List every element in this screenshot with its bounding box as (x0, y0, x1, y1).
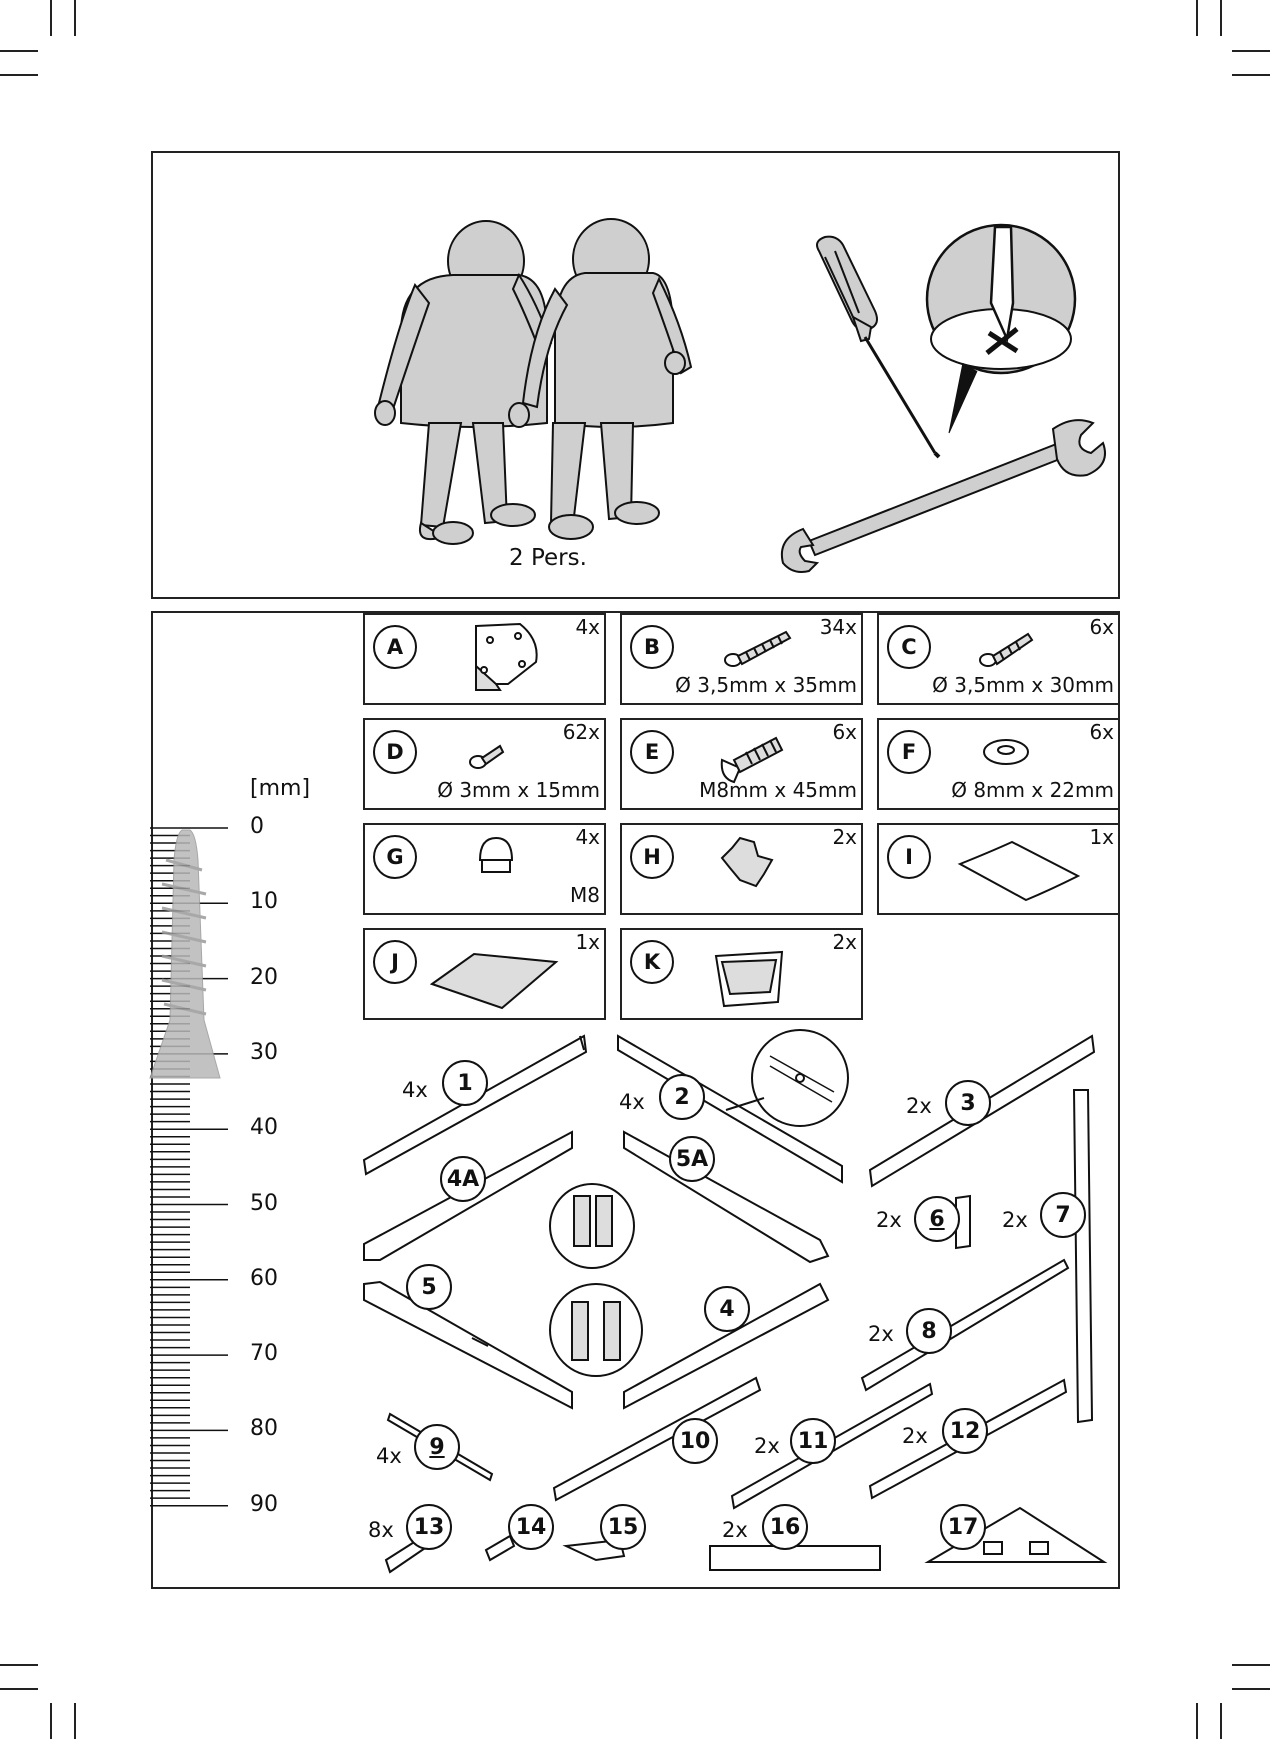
part-number-badge: 17 (940, 1504, 986, 1550)
part-number-badge: 13 (406, 1504, 452, 1550)
part-quantity: 4x (376, 1444, 402, 1468)
part-number-badge: 4A (440, 1156, 486, 1202)
part-quantity: 2x (902, 1424, 928, 1448)
part-quantity: 2x (876, 1208, 902, 1232)
part-quantity: 8x (368, 1518, 394, 1542)
part-number-badge: 4 (704, 1286, 750, 1332)
part-quantity: 4x (619, 1090, 645, 1114)
part-quantity: 2x (754, 1434, 780, 1458)
part-number-badge: 12 (942, 1408, 988, 1454)
part-number-badge: 11 (790, 1418, 836, 1464)
part-quantity: 2x (722, 1518, 748, 1542)
part-number-badge: 15 (600, 1504, 646, 1550)
part-number-badge: 9 (414, 1424, 460, 1470)
part-number-badge: 7 (1040, 1192, 1086, 1238)
part-number-badge: 8 (906, 1308, 952, 1354)
part-number-badge: 1 (442, 1060, 488, 1106)
part-number-badge: 6 (914, 1196, 960, 1242)
part-quantity: 2x (868, 1322, 894, 1346)
part-number-badge: 14 (508, 1504, 554, 1550)
part-number-badge: 3 (945, 1080, 991, 1126)
part-number-badge: 2 (659, 1074, 705, 1120)
part-number-badge: 5 (406, 1264, 452, 1310)
part-quantity: 2x (906, 1094, 932, 1118)
part-number-badge: 10 (672, 1418, 718, 1464)
part-quantity: 4x (402, 1078, 428, 1102)
part-number-badge: 5A (669, 1136, 715, 1182)
part-number-badge: 16 (762, 1504, 808, 1550)
part-quantity: 2x (1002, 1208, 1028, 1232)
